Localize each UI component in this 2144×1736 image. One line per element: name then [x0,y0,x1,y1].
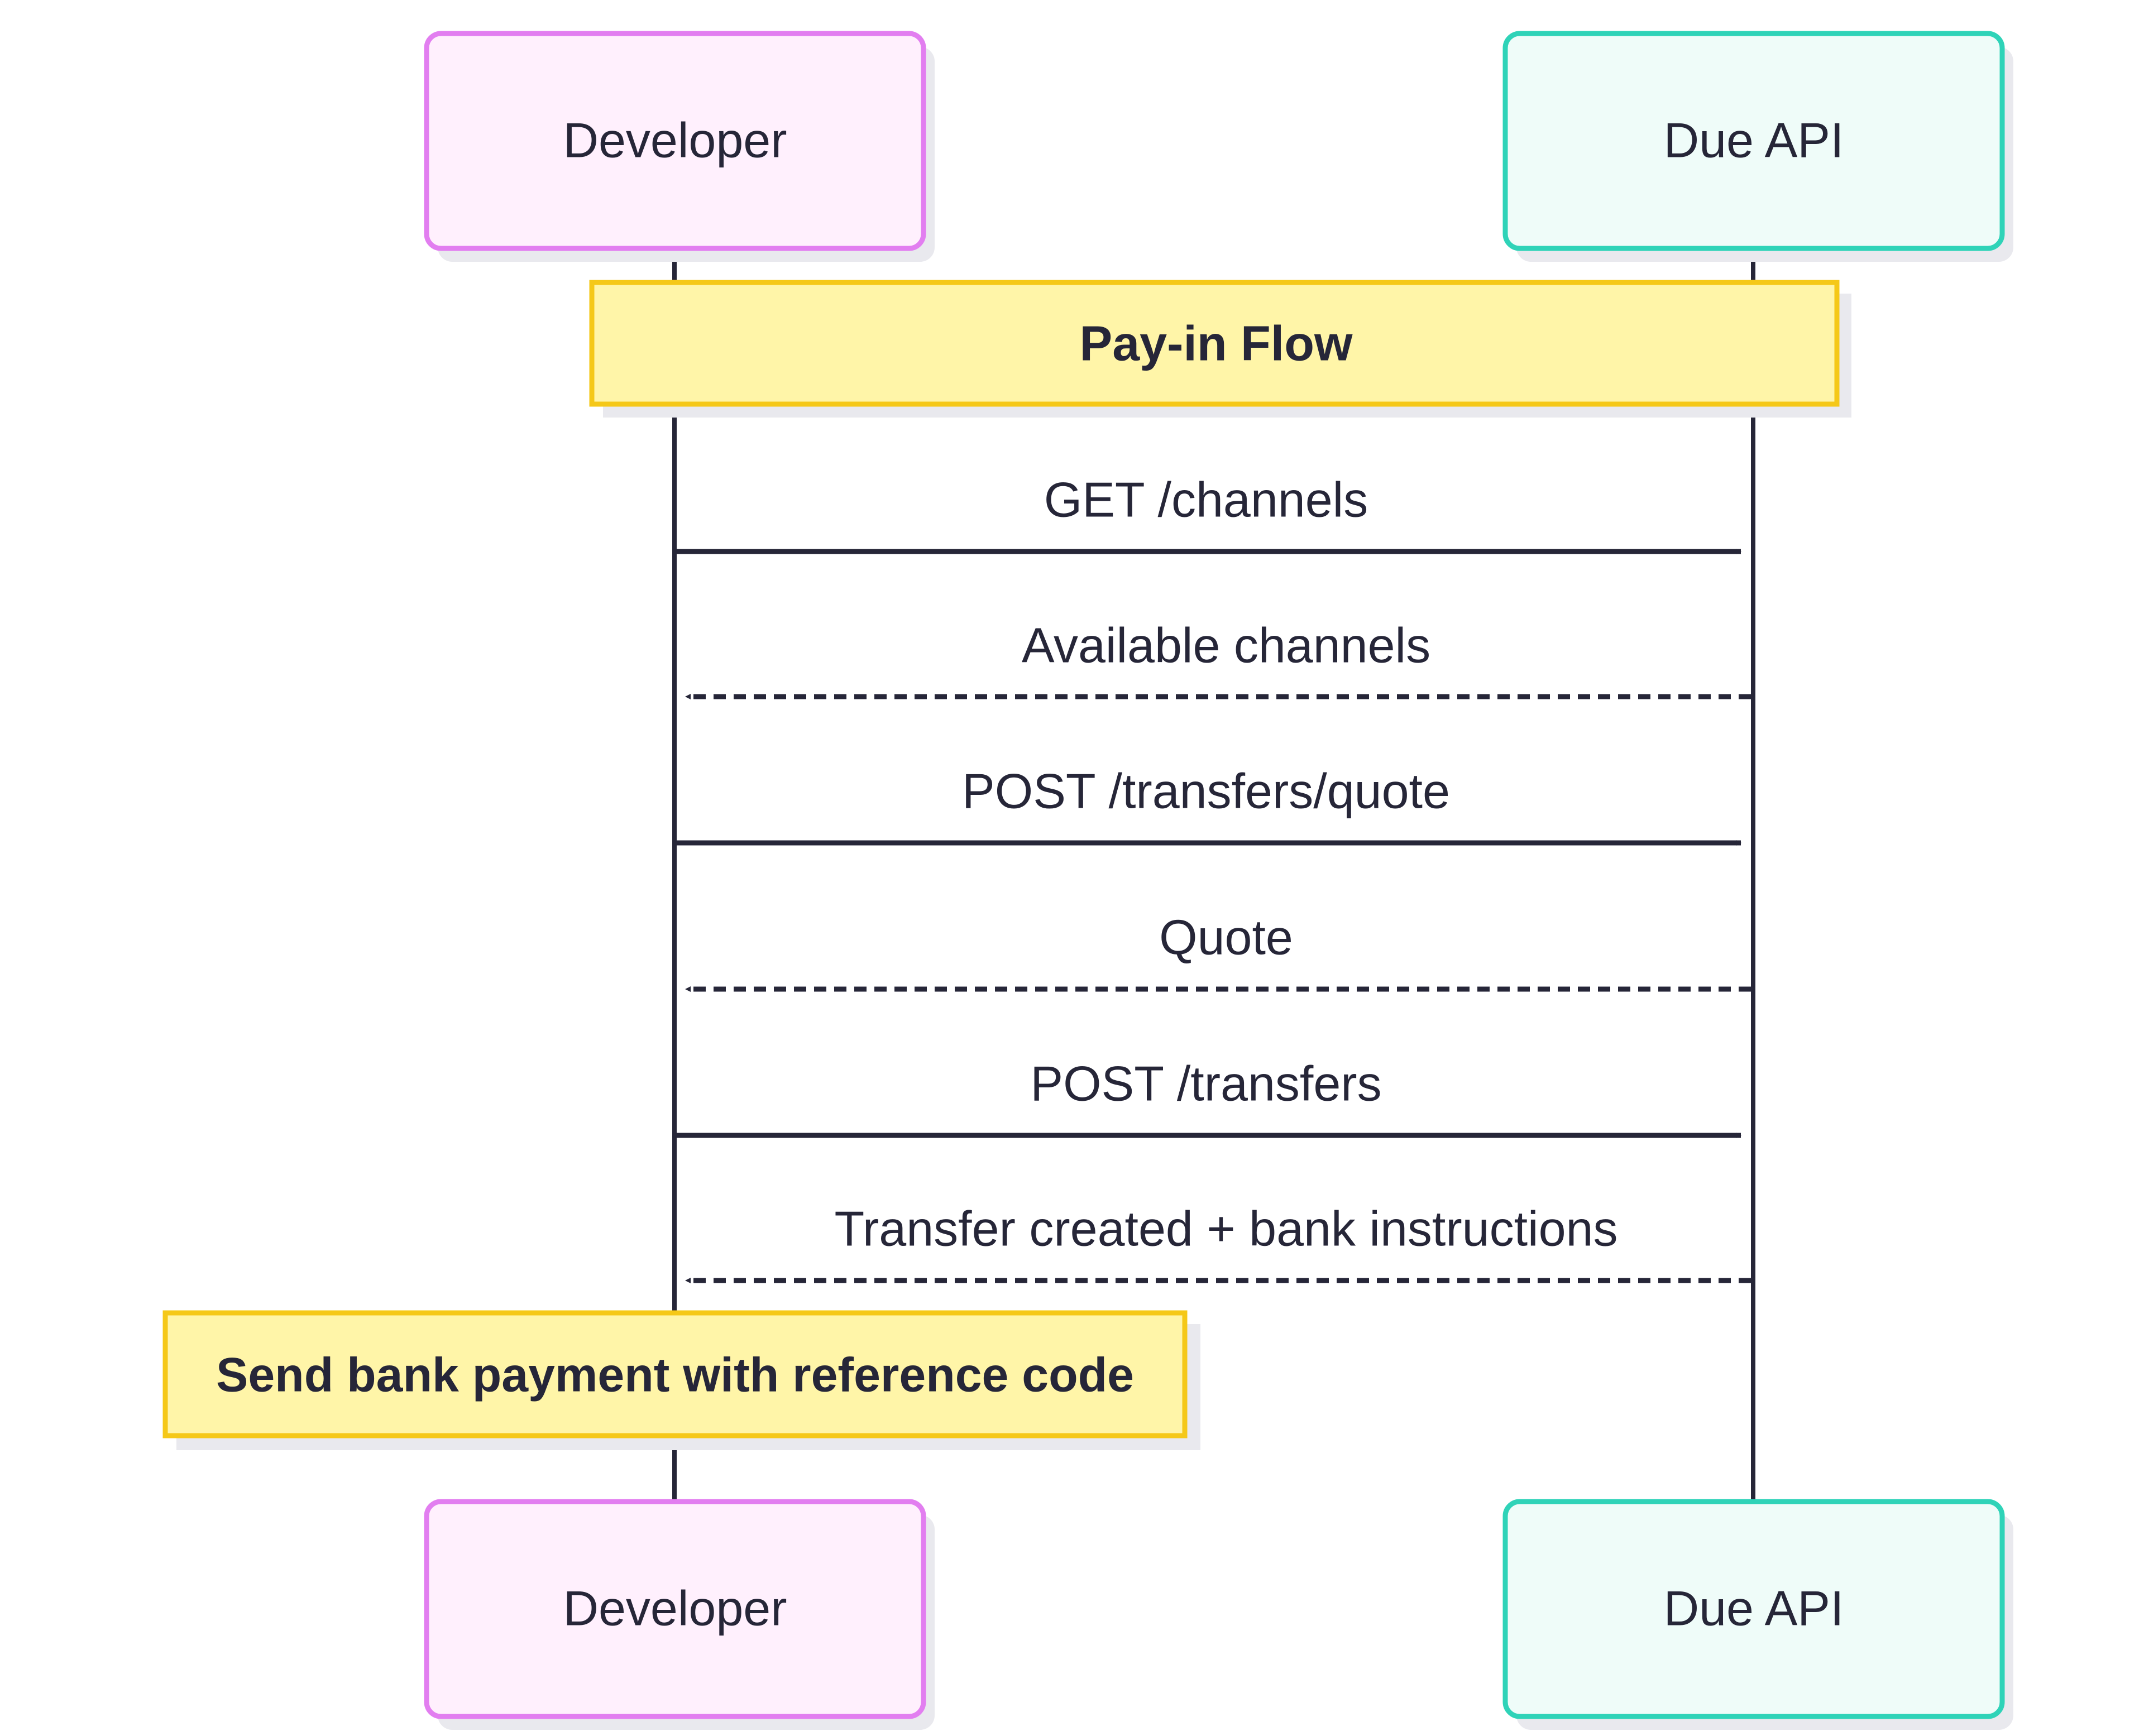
message-label: Available channels [1022,617,1430,673]
message-get-channels: GET /channels [677,472,1741,554]
message-post-transfers-quote: POST /transfers/quote [677,763,1741,846]
message-post-transfers: POST /transfers [677,1056,1741,1138]
actor-label-due-api: Due API [1664,1580,1844,1636]
actor-developer-top: Developer [424,31,935,262]
actor-box [424,1499,926,1719]
actor-box [1502,1499,2005,1719]
message-label: Quote [1159,909,1293,965]
note-send-bank-payment: Send bank payment with reference code [162,1310,1200,1450]
message-transfer-created: Transfer created + bank instructions [685,1201,1751,1283]
message-quote: Quote [685,909,1751,992]
actor-box [1502,31,2005,251]
actor-due-api-bottom: Due API [1502,1499,2013,1730]
note-box [589,280,1840,407]
actor-label-due-api: Due API [1664,112,1844,167]
message-label: POST /transfers [1030,1056,1381,1111]
note-box [162,1310,1188,1438]
actor-label-developer: Developer [563,1580,787,1636]
message-label: POST /transfers/quote [962,763,1450,818]
actor-box [424,31,926,251]
actor-developer-bottom: Developer [424,1499,935,1730]
message-label: Transfer created + bank instructions [835,1201,1618,1256]
note-label-pay-in-flow: Pay-in Flow [1080,315,1353,371]
note-pay-in-flow: Pay-in Flow [589,280,1851,418]
actor-due-api-top: Due API [1502,31,2013,262]
actor-label-developer: Developer [563,112,787,167]
message-available-channels: Available channels [685,617,1751,699]
note-label-send-bank-payment: Send bank payment with reference code [216,1349,1134,1402]
message-label: GET /channels [1044,472,1368,527]
